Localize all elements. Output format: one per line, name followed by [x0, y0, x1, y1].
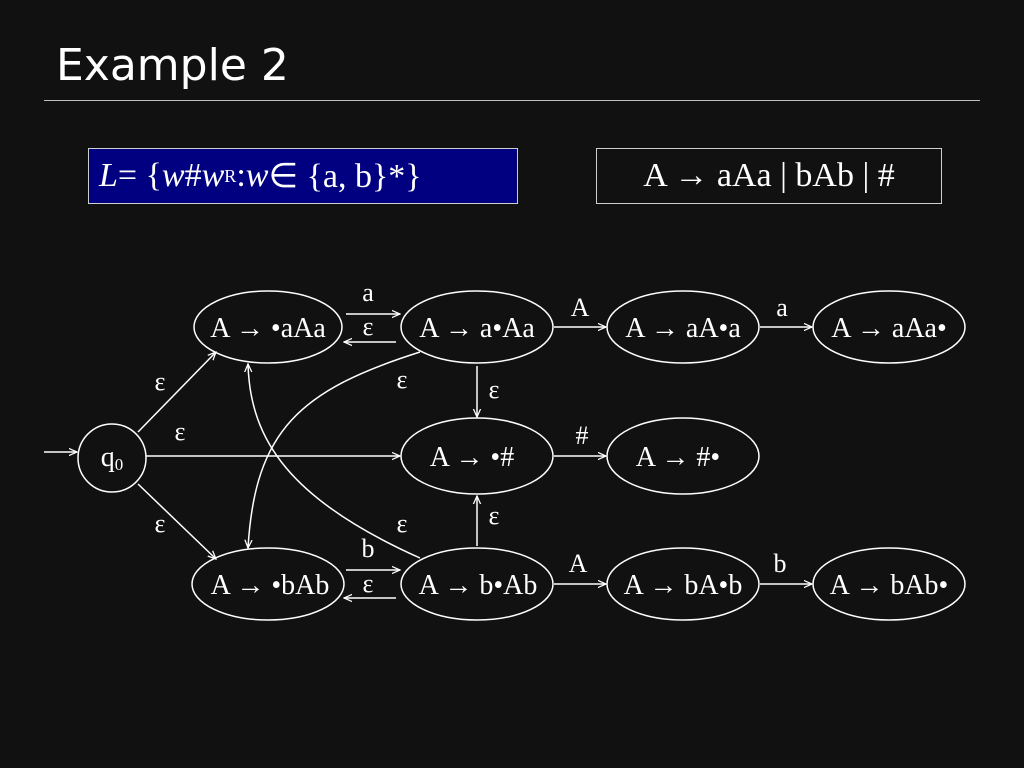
- language-rest: ∈ {a, b}*}: [268, 158, 422, 195]
- label-aAa-2: A → aA•a: [625, 313, 741, 344]
- label-aAa-1: A → a•Aa: [419, 313, 535, 344]
- language-hash: #: [184, 157, 202, 194]
- label-bAb-3: A → bAb•: [830, 570, 949, 601]
- state-bAb-0: [191, 547, 345, 621]
- edge-label-eps-up: ε: [489, 501, 500, 530]
- edge-label-b-bottom: b: [774, 549, 787, 578]
- language-w2: w: [201, 157, 225, 194]
- state-aAa-0: [193, 290, 343, 364]
- edge-q0-to-bAb0: [137, 483, 216, 559]
- label-q0: q0: [101, 442, 124, 474]
- language-w3: w: [245, 157, 269, 194]
- language-definition-box: L = { w # w R : w ∈ {a, b}*}: [88, 148, 518, 204]
- edge-label-A-top: A: [571, 293, 590, 322]
- state-hash-1: [606, 417, 760, 495]
- edge-label-b-forward: b: [362, 534, 375, 563]
- label-bAb-0: A → •bAb: [211, 570, 330, 601]
- edge-label-eps-cross-bottom: ε: [397, 509, 408, 538]
- state-aAa-3: [812, 290, 966, 364]
- edge-label-hash: #: [576, 421, 589, 450]
- edge-label-eps-back-bottom: ε: [363, 569, 374, 598]
- label-aAa-0: A → •aAa: [210, 313, 326, 344]
- edge-label-eps-q0-mid: ε: [175, 417, 186, 446]
- edge-bAb1-to-aAa0: [248, 364, 421, 559]
- state-q0: [77, 423, 147, 493]
- edge-label-eps-back-top: ε: [363, 312, 374, 341]
- language-colon: :: [236, 157, 246, 194]
- state-bAb-1: [400, 547, 554, 621]
- label-bAb-1: A → b•Ab: [419, 570, 538, 601]
- edge-label-A-bottom: A: [569, 549, 588, 578]
- edge-label-eps-q0-top: ε: [155, 367, 166, 396]
- page-title: Example 2: [56, 40, 289, 91]
- state-aAa-2: [606, 290, 760, 364]
- state-aAa-1: [400, 290, 554, 364]
- language-w1: w: [161, 157, 185, 194]
- label-hash-0: A → •#: [430, 442, 514, 473]
- edge-label-a-top: a: [776, 293, 788, 322]
- state-bAb-2: [606, 547, 760, 621]
- label-aAa-3: A → aAa•: [831, 313, 947, 344]
- edge-label-a-forward: a: [362, 278, 374, 307]
- title-divider: [44, 100, 980, 101]
- grammar-rule-box: A → aAa | bAb | #: [596, 148, 942, 204]
- state-hash-0: [400, 417, 554, 495]
- language-eq: = {: [117, 157, 162, 194]
- label-hash-1: A → #•: [636, 442, 720, 473]
- edge-aAa1-to-bAb0: [248, 351, 421, 548]
- language-symbol: L: [99, 157, 118, 194]
- edge-q0-to-aAa0: [137, 352, 216, 433]
- edge-label-eps-cross-top: ε: [397, 365, 408, 394]
- label-bAb-2: A → bA•b: [624, 570, 743, 601]
- edge-label-eps-down: ε: [489, 375, 500, 404]
- state-bAb-3: [812, 547, 966, 621]
- edge-label-eps-q0-bottom: ε: [155, 509, 166, 538]
